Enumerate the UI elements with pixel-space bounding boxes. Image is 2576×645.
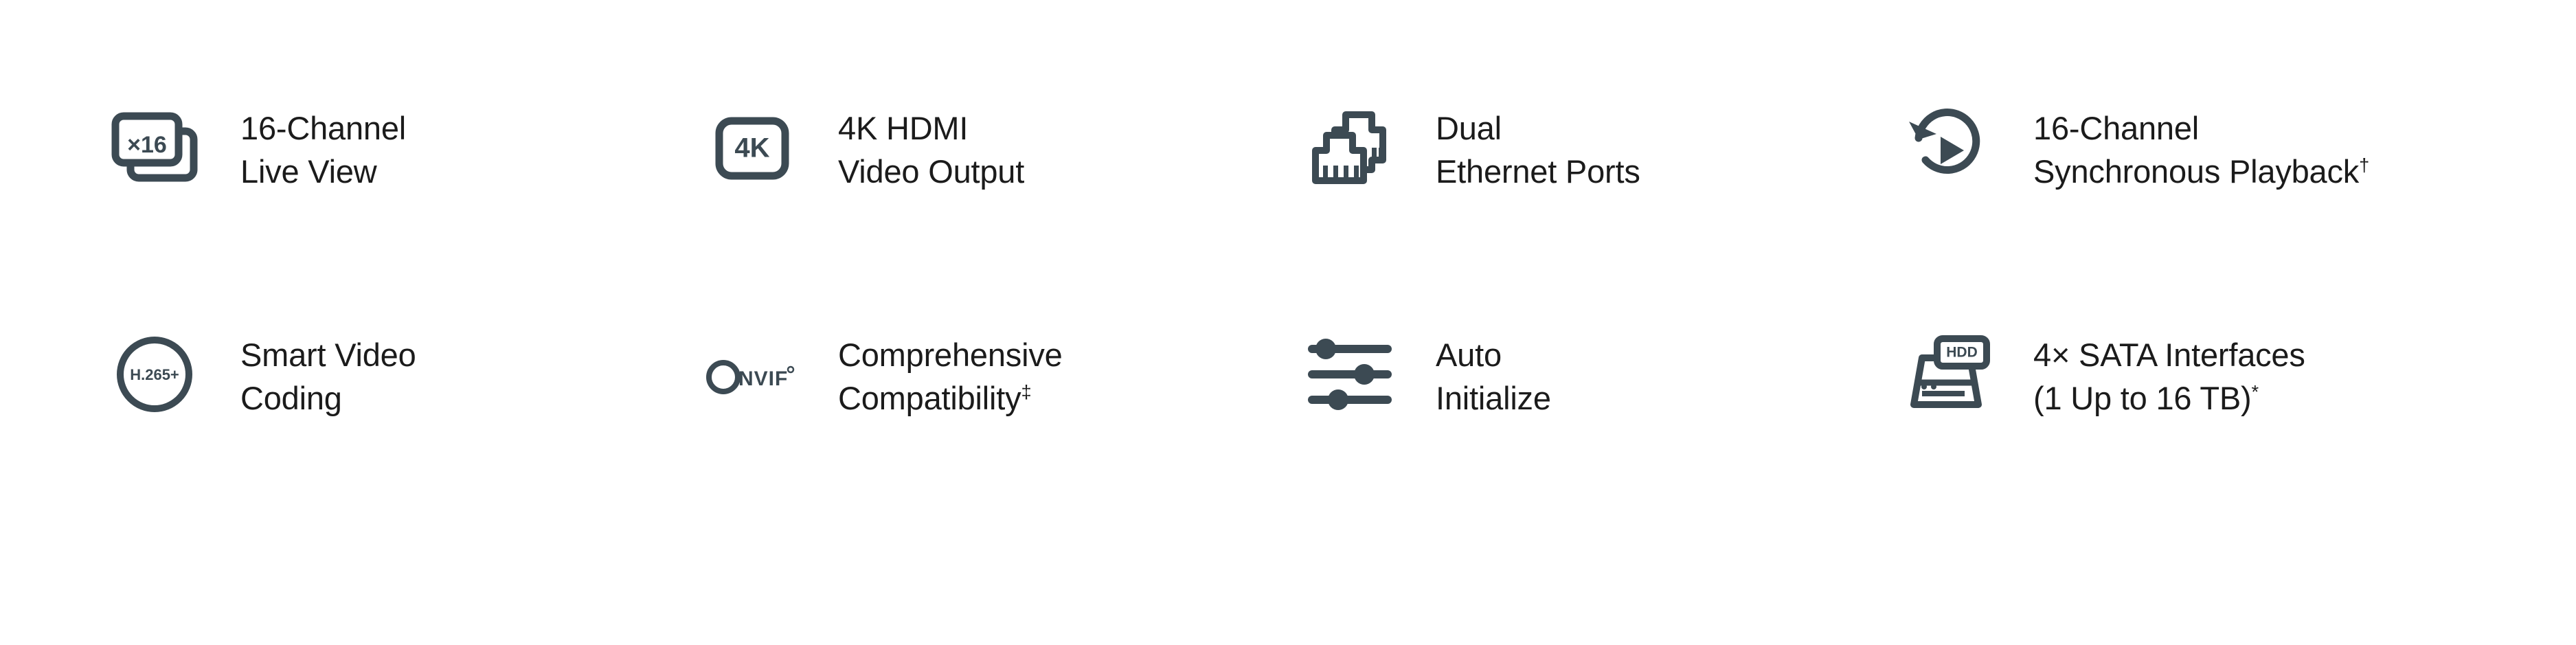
feature-grid: ×16 16-Channel Live View 4K 4K HDMI Vide… [103,103,2494,457]
feature-item-auto-initialize: Auto Initialize [1298,330,1896,457]
sata-hdd-icon: HDD [1896,330,1999,419]
feature-line-2: Compatibility‡ [838,377,1063,420]
footnote-marker: * [2251,381,2259,403]
feature-line-2: Coding [240,379,342,416]
feature-line-2-text: (1 Up to 16 TB) [2033,379,2252,416]
feature-line-2: Ethernet Ports [1436,152,1640,190]
feature-line-1: 4K HDMI [838,110,969,146]
auto-initialize-sliders-icon [1298,330,1401,419]
feature-line-2: Live View [240,152,377,190]
feature-label-ethernet-ports: Dual Ethernet Ports [1436,103,1640,194]
feature-line-2: (1 Up to 16 TB)* [2033,377,2305,420]
live-view-icon-label: ×16 [127,132,167,158]
feature-item-sata-interfaces: HDD 4× SATA Interfaces (1 Up to 16 TB)* [1896,330,2494,457]
feature-line-1: 16-Channel [2033,110,2200,146]
multi-channel-live-view-icon: ×16 [103,103,206,192]
dual-ethernet-port-icon [1298,103,1401,192]
feature-line-1: Auto [1436,337,1502,373]
feature-line-1: 4× SATA Interfaces [2033,337,2305,373]
feature-line-2-text: Compatibility [838,379,1021,416]
h265-plus-icon: H.265+ [103,330,206,419]
feature-label-auto-initialize: Auto Initialize [1436,330,1551,420]
feature-line-2-text: Synchronous Playback [2033,152,2360,190]
footnote-marker: † [2359,154,2370,176]
feature-line-1: 16-Channel [240,110,407,146]
feature-label-onvif-compatibility: Comprehensive Compatibility‡ [838,330,1063,420]
feature-label-smart-video-coding: Smart Video Coding [240,330,416,420]
feature-label-hdmi-output: 4K HDMI Video Output [838,103,1024,194]
onvif-logo-icon: NVIF [701,330,804,419]
synchronous-playback-icon [1896,103,1999,192]
h265-icon-label: H.265+ [130,366,179,383]
footnote-marker: ‡ [1021,381,1032,403]
feature-line-2: Synchronous Playback† [2033,150,2369,194]
feature-line-1: Dual [1436,110,1502,146]
feature-item-live-view: ×16 16-Channel Live View [103,103,701,230]
feature-line-1: Comprehensive [838,337,1063,373]
feature-label-synchronous-playback: 16-Channel Synchronous Playback† [2033,103,2369,194]
4k-hdmi-icon: 4K [701,103,804,192]
feature-line-2: Initialize [1436,379,1551,416]
feature-label-live-view: 16-Channel Live View [240,103,406,194]
feature-line-1: Smart Video [240,337,416,373]
feature-line-2: Video Output [838,152,1025,190]
feature-item-smart-video-coding: H.265+ Smart Video Coding [103,330,701,457]
hdmi-icon-label: 4K [734,133,769,163]
feature-item-hdmi-output: 4K 4K HDMI Video Output [701,103,1298,230]
feature-item-onvif-compatibility: NVIF Comprehensive Compatibility‡ [701,330,1298,457]
feature-item-synchronous-playback: 16-Channel Synchronous Playback† [1896,103,2494,230]
feature-item-ethernet-ports: Dual Ethernet Ports [1298,103,1896,230]
feature-label-sata-interfaces: 4× SATA Interfaces (1 Up to 16 TB)* [2033,330,2305,420]
hdd-icon-label: HDD [1946,345,1978,361]
svg-text:NVIF: NVIF [738,367,788,390]
